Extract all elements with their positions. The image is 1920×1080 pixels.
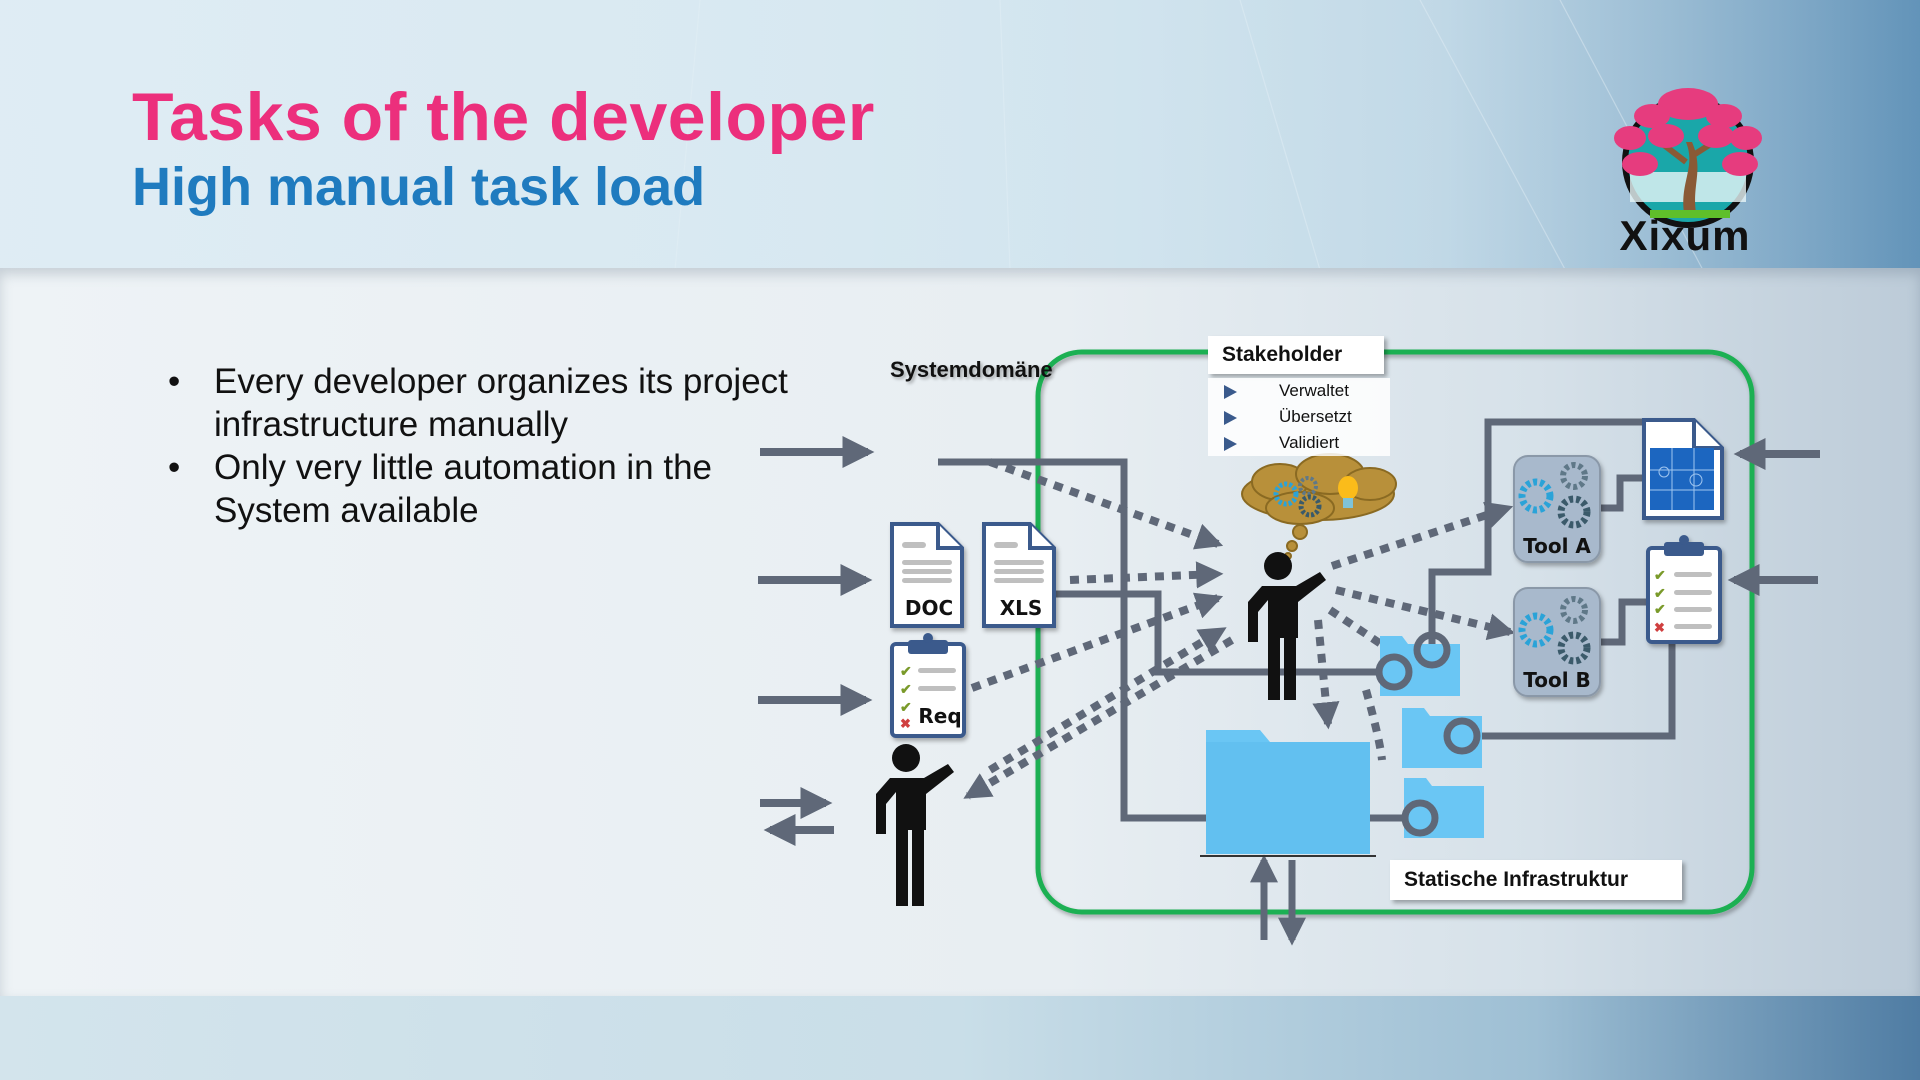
slide-subtitle: High manual task load xyxy=(132,157,706,217)
system-domain-label: Systemdomäne xyxy=(890,357,1053,382)
stakeholder-task-text: Verwaltet xyxy=(1279,381,1349,400)
requirements-clipboard-icon: ✔ ✔ ✔ ✖ xyxy=(890,633,966,738)
tool-a-label: Tool A xyxy=(1523,534,1591,558)
triangle-bullet-icon xyxy=(1224,437,1237,451)
tool-b-label: Tool B xyxy=(1523,668,1591,692)
developer-person-icon xyxy=(876,744,954,906)
system-domain-border xyxy=(1035,349,1755,915)
lightbulb-icon xyxy=(1338,476,1358,508)
triangle-bullet-icon xyxy=(1224,411,1237,425)
stakeholder-person-icon xyxy=(1248,552,1326,700)
tool-b-box xyxy=(1513,587,1601,697)
svg-text:✔: ✔ xyxy=(900,699,912,715)
static-infrastructure-label: Statische Infrastruktur xyxy=(1390,860,1682,900)
bonsai-tree-logo-icon xyxy=(1614,88,1762,228)
stakeholder-task-text: Übersetzt xyxy=(1279,407,1352,426)
bullet-text: Only very little automation in the Syste… xyxy=(214,448,713,530)
svg-text:✖: ✖ xyxy=(1654,620,1665,635)
bullet-item: • Every developer organizes its project … xyxy=(168,360,828,446)
document-icon xyxy=(890,522,964,628)
external-arrows-right xyxy=(1727,438,1820,596)
manual-flow-arrows xyxy=(963,458,1516,800)
stakeholder-label: Stakeholder xyxy=(1208,336,1384,374)
checklist-clipboard-icon: ✔ ✔ ✔ ✖ xyxy=(1646,535,1722,644)
external-arrows-left xyxy=(758,436,875,846)
stakeholder-task-item: Validiert xyxy=(1208,430,1390,456)
bullet-list: • Every developer organizes its project … xyxy=(168,360,828,532)
stakeholder-task-text: Validiert xyxy=(1279,433,1340,452)
triangle-bullet-icon xyxy=(1224,385,1237,399)
req-label: Req xyxy=(918,704,962,728)
footer-band xyxy=(0,996,1920,1080)
slide-title: Tasks of the developer xyxy=(132,79,875,155)
svg-text:✔: ✔ xyxy=(900,681,912,697)
infrastructure-io-arrows xyxy=(1250,854,1306,946)
bullet-marker: • xyxy=(168,362,181,401)
stakeholder-task-list: Verwaltet Übersetzt Validiert xyxy=(1208,378,1390,456)
logo-wordmark: Xixum xyxy=(1619,212,1751,259)
blueprint-document-icon xyxy=(1642,418,1724,520)
svg-text:✔: ✔ xyxy=(1654,601,1666,617)
folder-main-icon xyxy=(1200,730,1376,857)
svg-text:✔: ✔ xyxy=(1654,585,1666,601)
thought-cloud-icon xyxy=(1241,453,1397,560)
tool-a-box xyxy=(1513,455,1601,563)
svg-text:✔: ✔ xyxy=(1654,567,1666,583)
svg-text:✖: ✖ xyxy=(900,716,911,731)
svg-text:✔: ✔ xyxy=(900,663,912,679)
bullet-marker: • xyxy=(168,448,181,487)
xls-label: XLS xyxy=(999,596,1043,620)
bullet-item: • Only very little automation in the Sys… xyxy=(168,446,828,532)
gears-icon xyxy=(1273,481,1299,507)
spreadsheet-icon xyxy=(982,522,1056,628)
header-band xyxy=(0,0,1920,268)
connector-rings xyxy=(1375,631,1481,837)
doc-label: DOC xyxy=(904,596,954,620)
stakeholder-task-item: Verwaltet xyxy=(1208,378,1390,404)
bullet-text: Every developer organizes its project in… xyxy=(214,362,788,444)
stakeholder-task-item: Übersetzt xyxy=(1208,404,1390,430)
